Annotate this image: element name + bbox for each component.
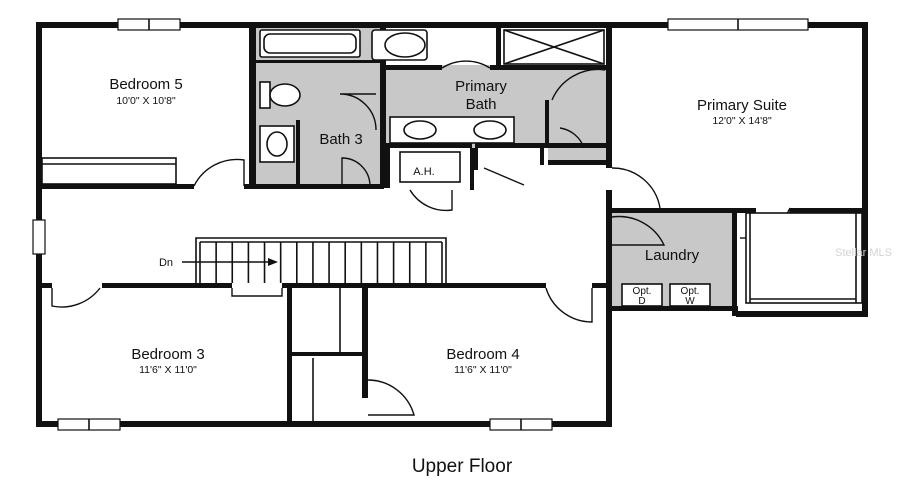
interior-walls: [36, 22, 868, 427]
bedroom3-name: Bedroom 3: [131, 346, 204, 363]
dryer-box: [621, 283, 663, 307]
air-handler-closet: [399, 151, 525, 212]
staircase: [195, 237, 447, 283]
bath3-toilet: [259, 81, 271, 109]
primary-bath-name-line1: Primary: [455, 78, 507, 95]
plan-title: Upper Floor: [412, 456, 513, 477]
washer-box: [669, 283, 711, 307]
stairs-down-label: Dn: [159, 257, 173, 269]
air-handler-name: A.H.: [413, 166, 434, 178]
stair-stringer: [195, 237, 447, 283]
primary-suite-name: Primary Suite: [697, 97, 787, 114]
stairs-arrow-head: [268, 258, 278, 266]
windows: [32, 18, 809, 431]
laundry-name: Laundry: [645, 247, 700, 264]
bedroom3-dims: 11'6" X 11'0": [139, 364, 197, 376]
primary-shower-floor: [548, 100, 610, 160]
washer-label-line2: W: [685, 296, 695, 307]
washer-label-line1: Opt.: [681, 286, 700, 297]
bedroom5-name: Bedroom 5: [109, 76, 182, 93]
dryer-label-line1: Opt.: [633, 286, 652, 297]
bedroom5-dims: 10'0" X 10'8": [116, 95, 176, 107]
primary-suite-dims: 12'0" X 14'8": [712, 115, 772, 127]
bath3-name: Bath 3: [319, 131, 362, 148]
dryer-label-line2: D: [638, 296, 645, 307]
primary-bath-name-line2: Bath: [466, 96, 497, 113]
closet-rods: [41, 157, 863, 421]
primary-bath-fixtures: [371, 29, 606, 149]
bedroom4-dims: 11'6" X 11'0": [454, 364, 512, 376]
bedroom4-name: Bedroom 4: [446, 346, 519, 363]
watermark: Stellar MLS: [835, 247, 892, 259]
bath3-fixtures: [259, 29, 377, 187]
